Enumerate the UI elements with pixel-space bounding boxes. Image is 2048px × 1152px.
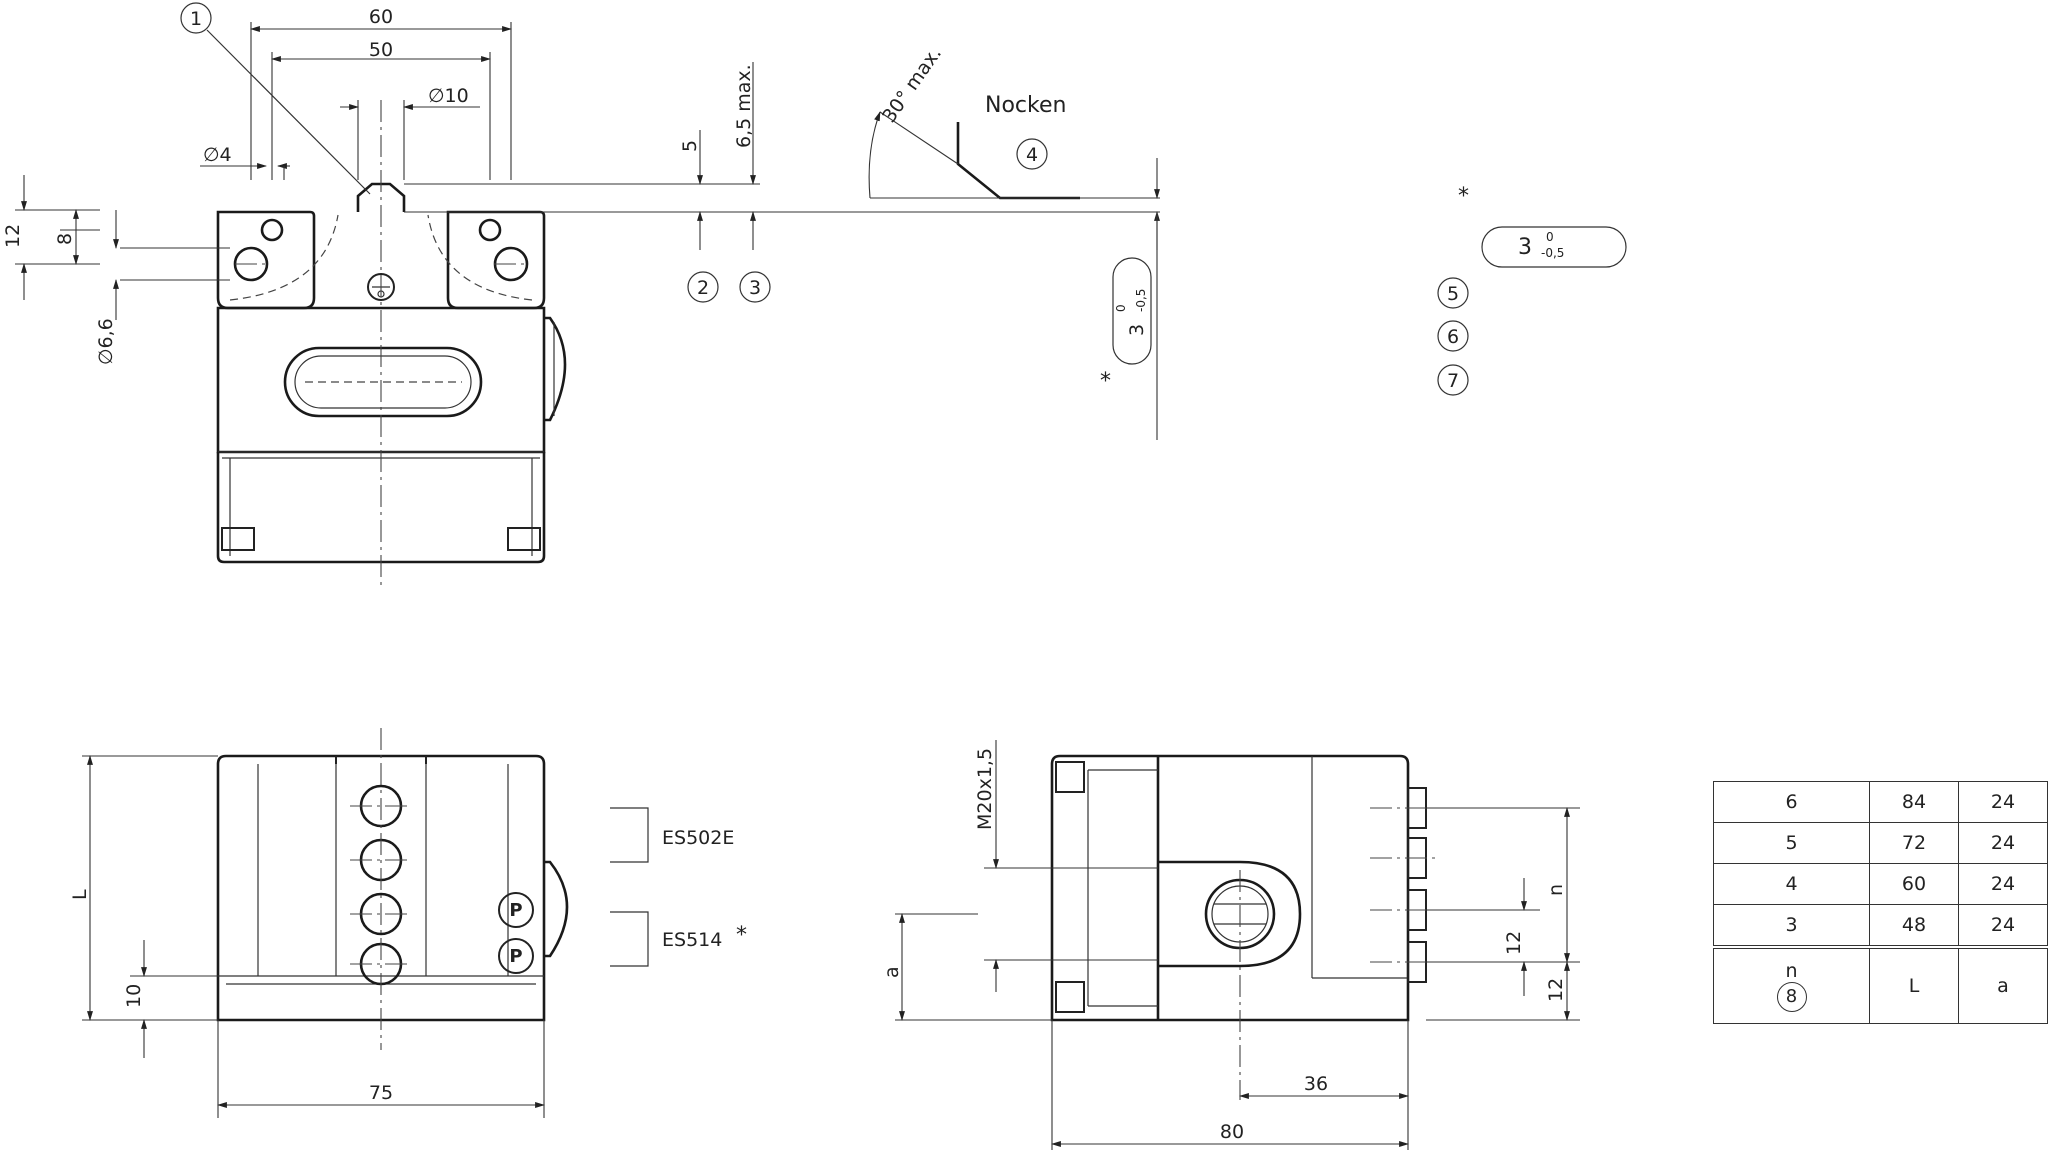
callout-8: 8 xyxy=(1776,982,1807,1012)
dim-8-left: 8 xyxy=(54,233,76,245)
dim-12-side-a: 12 xyxy=(1503,931,1525,955)
dim-75: 75 xyxy=(369,1082,393,1104)
front-view-labels: 60 50 ∅10 ∅4 ∅6,6 12 8 5 6,5 max. 30° ma… xyxy=(2,6,1066,365)
callout-3: 3 xyxy=(749,277,761,299)
callout-1: 1 xyxy=(190,8,202,30)
cell-a: 24 xyxy=(1958,822,2048,864)
cell-a: 24 xyxy=(1958,904,2048,948)
dim-hole-large: ∅6,6 xyxy=(95,318,117,365)
dim-roller-dia: ∅10 xyxy=(428,85,469,107)
header-n: n 8 xyxy=(1713,945,1870,1024)
callout-7: 7 xyxy=(1447,370,1459,392)
variant-table: 6 84 24 5 72 24 4 60 24 3 48 24 n 8 L a xyxy=(1713,781,2048,1024)
table-row: 6 84 24 xyxy=(1713,781,2048,823)
front-view xyxy=(15,22,1160,590)
dim-50: 50 xyxy=(369,39,393,61)
header-a: a xyxy=(1958,945,2048,1024)
callout-5: 5 xyxy=(1447,283,1459,305)
callouts: 1 2 3 4 5 6 7 xyxy=(180,2,1469,396)
cell-n: 6 xyxy=(1713,781,1870,823)
dim-cam-angle: 30° max. xyxy=(878,43,946,127)
asterisk-2: * xyxy=(1458,184,1469,209)
cell-L: 48 xyxy=(1869,904,1959,948)
dim-36: 36 xyxy=(1304,1073,1328,1095)
dim-60: 60 xyxy=(369,6,393,28)
side-view xyxy=(895,740,1580,1150)
tol-horz-lower: -0,5 xyxy=(1541,246,1564,260)
table-row: 5 72 24 xyxy=(1713,822,2048,864)
callout-4: 4 xyxy=(1026,144,1038,166)
table-row: 4 60 24 xyxy=(1713,863,2048,905)
callout-2: 2 xyxy=(697,277,709,299)
dim-a: a xyxy=(881,966,903,978)
dim-10: 10 xyxy=(123,984,145,1008)
cell-n: 3 xyxy=(1713,904,1870,948)
label-es502e: ES502E xyxy=(662,827,734,849)
dim-stroke-max: 6,5 max. xyxy=(733,64,755,148)
bottom-view: P P xyxy=(82,728,649,1118)
dim-80: 80 xyxy=(1220,1121,1244,1143)
dim-n: n xyxy=(1545,884,1567,896)
cell-L: 84 xyxy=(1869,781,1959,823)
header-L: L xyxy=(1869,945,1959,1024)
tol-vert-upper: 0 xyxy=(1114,304,1128,312)
asterisk-3: * xyxy=(736,923,747,948)
side-view-labels: M20x1,5 a n 12 12 36 80 xyxy=(881,748,1567,1143)
cell-n: 5 xyxy=(1713,822,1870,864)
tolerance-markers: 3 0 -0,5 * 3 0 -0,5 * xyxy=(1100,184,1627,394)
header-n-label: n xyxy=(1785,960,1798,982)
bottom-view-labels: L 10 75 ES502E ES514 * xyxy=(69,827,747,1104)
dim-hole-small: ∅4 xyxy=(203,144,232,166)
cell-a: 24 xyxy=(1958,781,2048,823)
asterisk-1: * xyxy=(1100,369,1111,394)
dim-L: L xyxy=(69,889,91,900)
cell-n: 4 xyxy=(1713,863,1870,905)
cell-L: 60 xyxy=(1869,863,1959,905)
tol-vert-lower: -0,5 xyxy=(1134,289,1148,312)
p-symbol-2: P xyxy=(509,946,522,967)
table-row: 3 48 24 xyxy=(1713,904,2048,948)
tol-horz-nominal: 3 xyxy=(1518,235,1532,260)
dim-thread: M20x1,5 xyxy=(974,748,996,830)
label-es514: ES514 xyxy=(662,929,722,951)
dim-12-side-b: 12 xyxy=(1545,978,1567,1002)
callout-6: 6 xyxy=(1447,326,1459,348)
cell-a: 24 xyxy=(1958,863,2048,905)
tol-vert-nominal: 3 xyxy=(1126,324,1148,336)
tol-horz-upper: 0 xyxy=(1546,230,1554,244)
dim-12-left: 12 xyxy=(2,224,24,248)
cam-label: Nocken xyxy=(985,93,1066,118)
p-symbol-1: P xyxy=(509,900,522,921)
cell-L: 72 xyxy=(1869,822,1959,864)
table-header-row: n 8 L a xyxy=(1713,945,2048,1024)
dim-5: 5 xyxy=(679,140,701,152)
